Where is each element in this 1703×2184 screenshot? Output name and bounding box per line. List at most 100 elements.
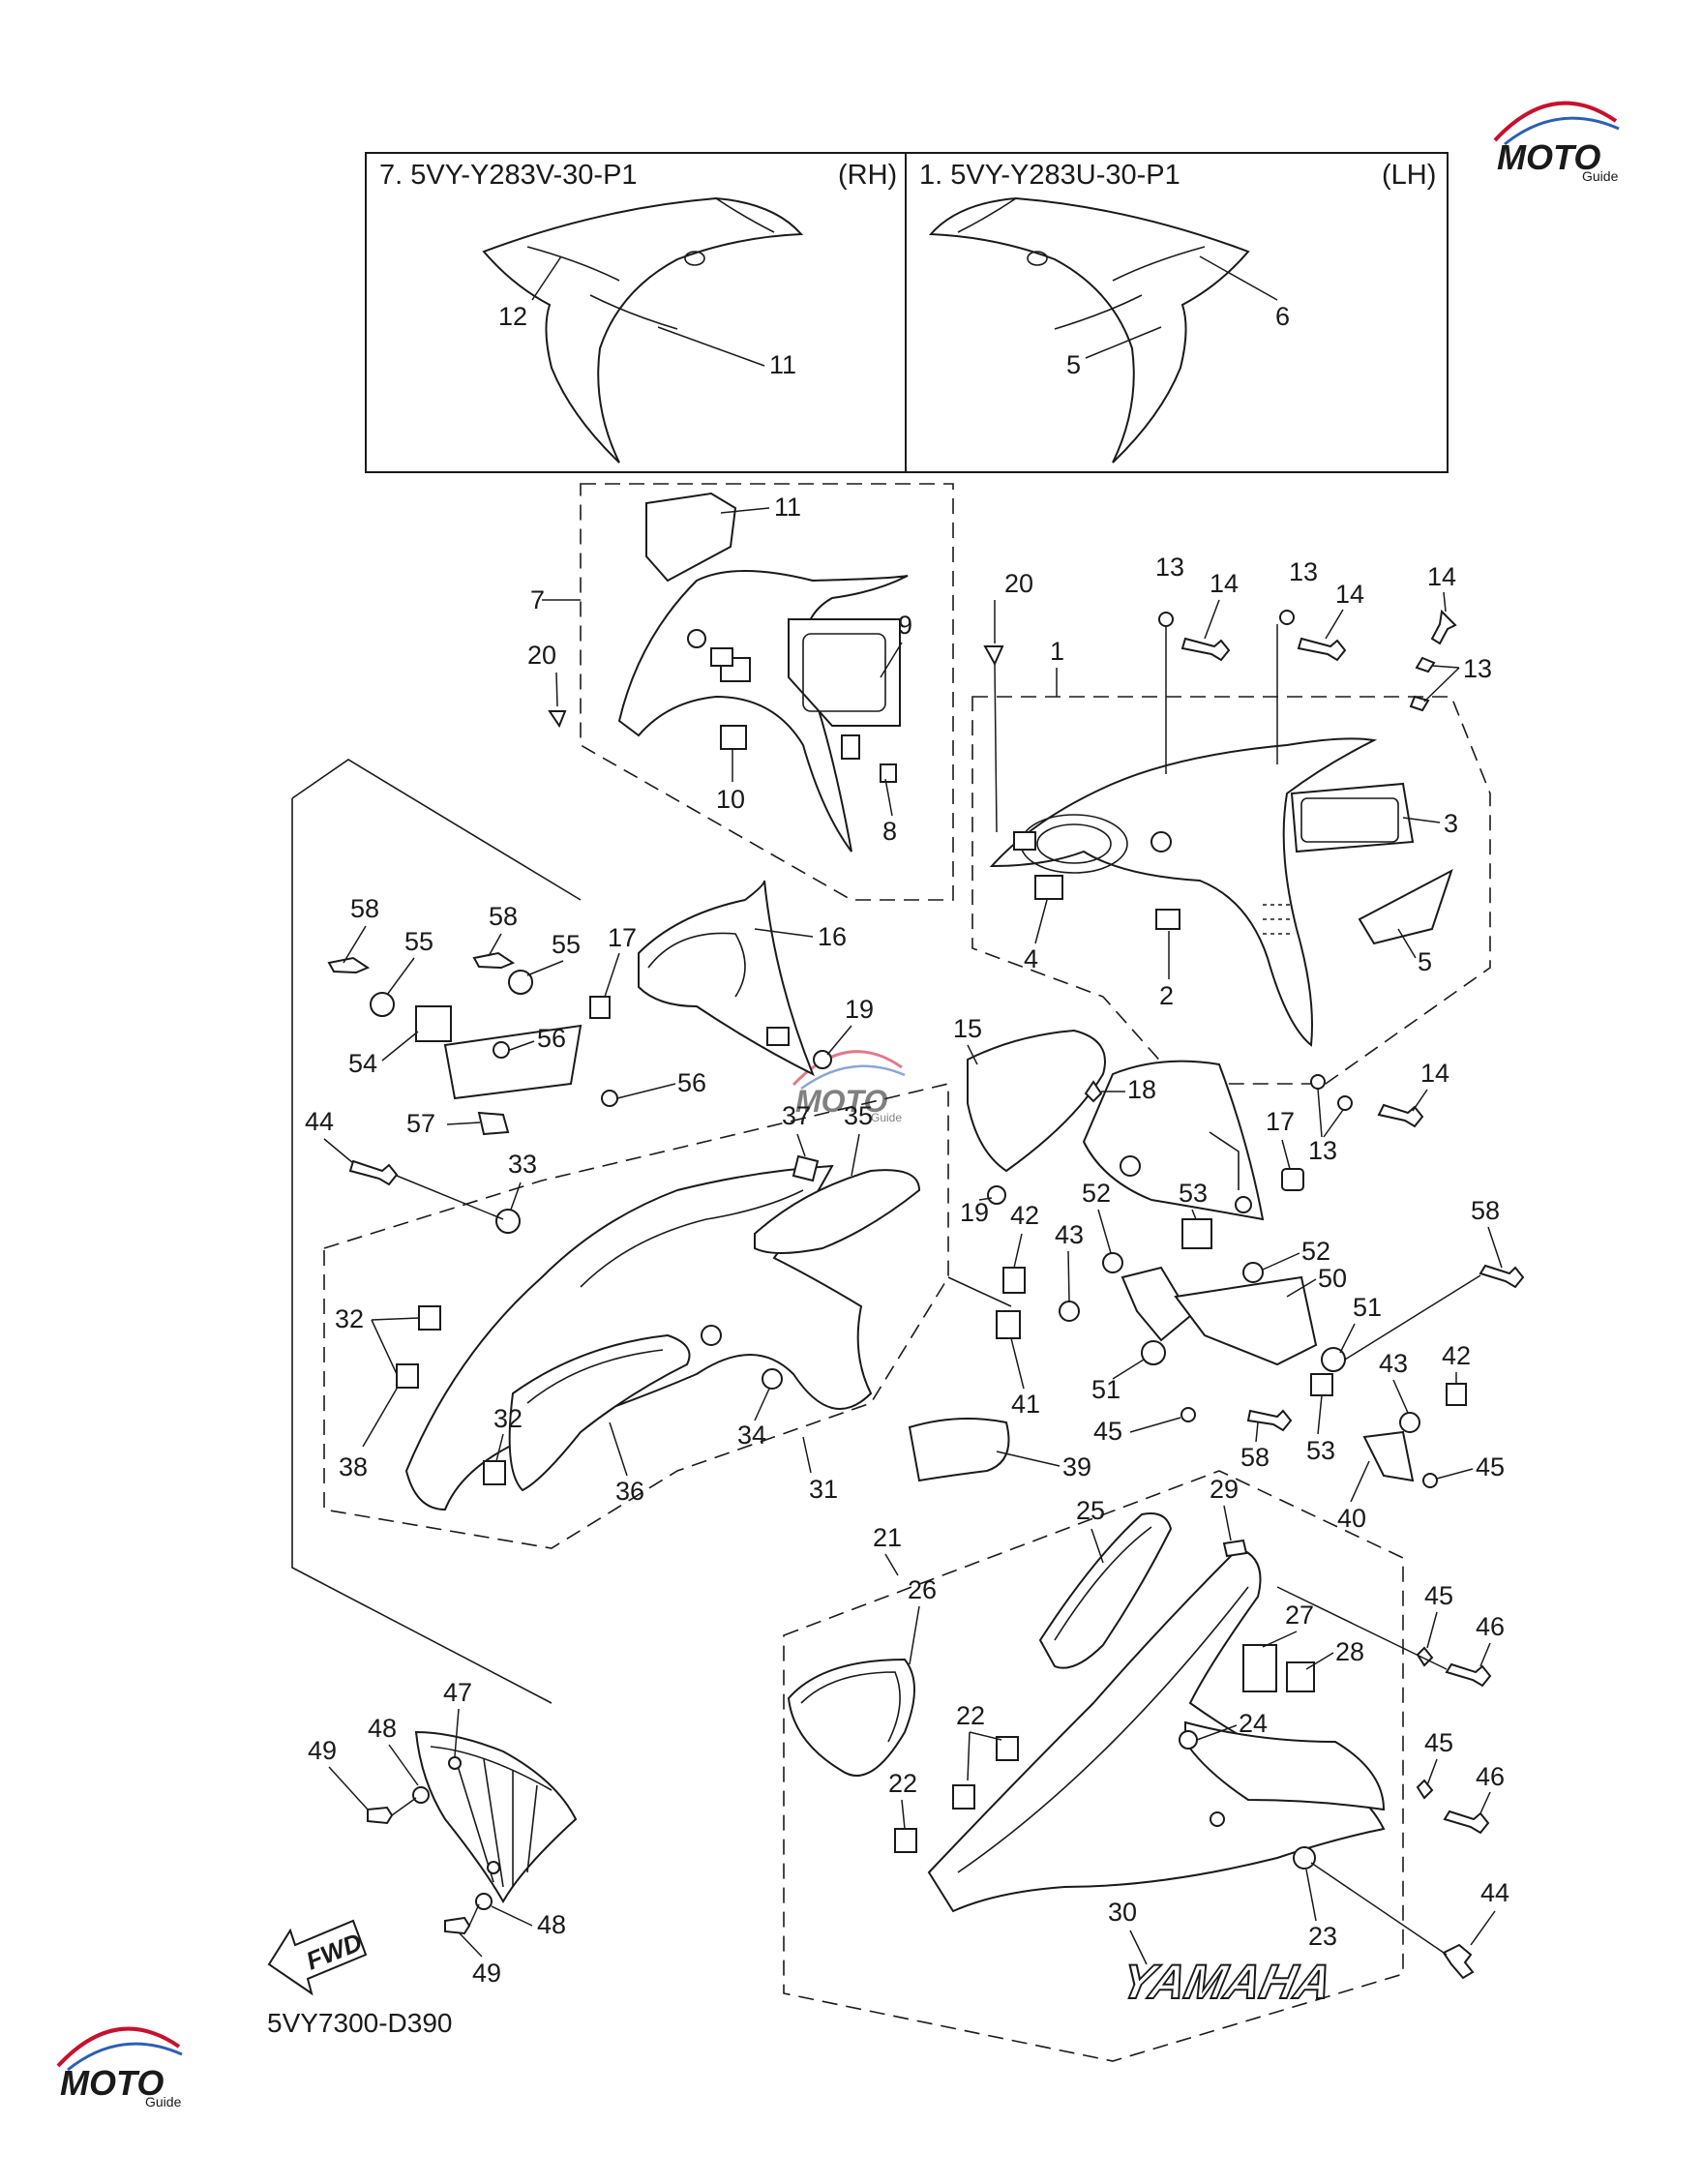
callout-33: 33 <box>508 1150 537 1179</box>
callout-31: 31 <box>809 1475 838 1504</box>
part-21-under-cowl <box>787 1512 1434 1913</box>
callout-9: 9 <box>898 611 912 640</box>
callout-14a: 14 <box>1210 569 1239 598</box>
callout-7: 7 <box>530 585 545 614</box>
callout-15: 15 <box>953 1014 982 1043</box>
callout-48a: 48 <box>368 1714 397 1743</box>
inset-lh-code: 1. 5VY-Y283U-30-P1 <box>919 160 1180 191</box>
inset-rh-code: 7. 5VY-Y283V-30-P1 <box>379 160 638 191</box>
callout-36: 36 <box>615 1477 644 1506</box>
inset-callout-6: 6 <box>1275 302 1290 331</box>
callout-13b: 13 <box>1289 557 1318 586</box>
callout-35: 35 <box>844 1101 873 1130</box>
callout-2: 2 <box>1159 981 1174 1010</box>
callout-50: 50 <box>1318 1264 1347 1293</box>
callout-25: 25 <box>1076 1496 1105 1525</box>
callout-58c: 58 <box>1471 1196 1500 1225</box>
watermark-tagline: Guide <box>1582 168 1619 184</box>
yamaha-logo: YAMAHA <box>1117 1955 1337 2009</box>
callout-49b: 49 <box>472 1959 501 1988</box>
callout-23: 23 <box>1308 1922 1337 1951</box>
inset-lh-side: (LH) <box>1382 160 1436 191</box>
callout-51b: 51 <box>1091 1375 1120 1404</box>
callout-47: 47 <box>443 1678 472 1707</box>
inset-panel: 7. 5VY-Y283V-30-P1 (RH) 1. 5VY-Y283U-30-… <box>365 152 1449 473</box>
part-15-bracket <box>967 1029 1304 1221</box>
callout-55b: 55 <box>552 930 581 959</box>
callout-39: 39 <box>1062 1452 1091 1481</box>
callout-27: 27 <box>1285 1601 1314 1630</box>
callout-56a: 56 <box>537 1024 566 1053</box>
callout-53b: 53 <box>1306 1436 1335 1465</box>
callout-11: 11 <box>774 493 801 522</box>
callout-19a: 19 <box>845 995 874 1024</box>
callout-43a: 43 <box>1055 1220 1084 1249</box>
callout-32b: 32 <box>493 1404 523 1433</box>
callout-58d: 58 <box>1240 1443 1270 1472</box>
part-39-panel <box>908 1418 1010 1482</box>
part-1-lh-cowl <box>989 737 1453 1047</box>
callout-17b: 17 <box>1266 1107 1295 1136</box>
callout-22b: 22 <box>888 1769 917 1798</box>
watermark-brand: MOTO <box>1497 137 1600 177</box>
part-47-nose-cover <box>367 1730 578 1935</box>
callout-29: 29 <box>1210 1475 1239 1504</box>
callout-57: 57 <box>406 1109 435 1138</box>
watermark-tagline: Guide <box>145 2094 182 2109</box>
callout-42b: 42 <box>1442 1341 1471 1370</box>
callout-52a: 52 <box>1082 1179 1111 1208</box>
callout-3: 3 <box>1444 809 1458 838</box>
callout-16: 16 <box>818 922 847 951</box>
callout-20b: 20 <box>1004 569 1033 598</box>
callout-45a: 45 <box>1093 1417 1122 1446</box>
callout-19b: 19 <box>960 1198 989 1227</box>
callout-4: 4 <box>1024 944 1038 973</box>
callout-52b: 52 <box>1301 1237 1330 1266</box>
callout-22a: 22 <box>956 1701 985 1730</box>
callout-21: 21 <box>873 1523 902 1552</box>
callout-10: 10 <box>716 785 745 814</box>
watermark-tagline: Guide <box>871 1111 902 1124</box>
callout-45d: 45 <box>1424 1728 1453 1757</box>
callout-46a: 46 <box>1476 1612 1505 1641</box>
callout-48b: 48 <box>537 1910 566 1939</box>
part-31-side-cowl <box>396 1154 1012 1511</box>
part-16-inner-panel <box>589 880 815 1077</box>
callout-55a: 55 <box>404 927 433 956</box>
part-7-rh-cowl <box>542 492 909 853</box>
stay-assembly-right <box>996 1218 1525 1488</box>
callout-8: 8 <box>882 817 897 846</box>
watermark-brand: MOTO <box>60 2063 164 2103</box>
callout-13d: 13 <box>1308 1136 1337 1165</box>
callout-30: 30 <box>1108 1898 1137 1927</box>
callout-26: 26 <box>908 1575 937 1604</box>
callout-49a: 49 <box>308 1736 337 1765</box>
callout-58b: 58 <box>489 902 518 931</box>
callout-5: 5 <box>1418 947 1432 976</box>
callout-32a: 32 <box>335 1304 364 1333</box>
callout-1: 1 <box>1050 637 1064 666</box>
inset-callout-5: 5 <box>1066 350 1081 379</box>
callout-56b: 56 <box>677 1068 706 1097</box>
callout-14d: 14 <box>1420 1059 1449 1088</box>
callout-17a: 17 <box>608 923 637 952</box>
inset-rh-side: (RH) <box>838 160 897 191</box>
inset-callout-11: 11 <box>769 350 796 379</box>
watermark-top-right: MOTO Guide <box>1493 101 1620 184</box>
callout-13c: 13 <box>1463 654 1492 683</box>
inset-lh-fairing <box>928 196 1250 464</box>
callout-14b: 14 <box>1335 580 1364 609</box>
callout-58a: 58 <box>350 894 379 923</box>
stay-assembly-left <box>327 951 618 1136</box>
callout-38: 38 <box>339 1452 368 1481</box>
callout-51a: 51 <box>1353 1293 1382 1322</box>
callout-28: 28 <box>1335 1637 1364 1666</box>
callout-44b: 44 <box>1480 1878 1509 1907</box>
watermark-mid: MOTO Guide <box>792 1050 906 1124</box>
watermark-bottom-left: MOTO Guide <box>56 2026 183 2109</box>
callout-53a: 53 <box>1179 1179 1208 1208</box>
callout-44a: 44 <box>305 1107 334 1136</box>
callout-54: 54 <box>348 1049 377 1078</box>
callout-43b: 43 <box>1379 1349 1408 1378</box>
